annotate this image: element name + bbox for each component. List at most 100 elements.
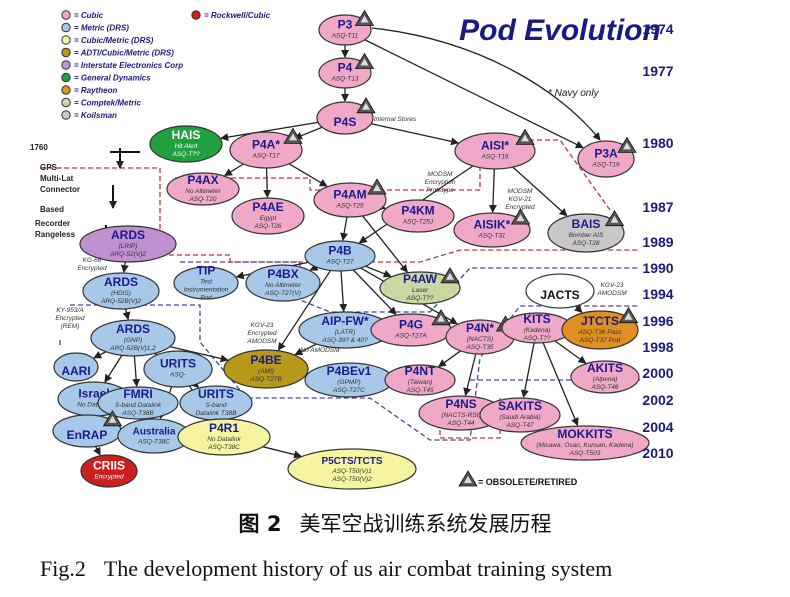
pod-node-kits: KITS(Kadena)ASQ-T?? xyxy=(501,312,573,344)
timeline-year: 1994 xyxy=(642,286,673,302)
edge-annotation: Encrypted xyxy=(247,330,277,337)
pod-designation-text: (NACTS-RSI) xyxy=(441,412,480,419)
pod-designation-text: (GNP) xyxy=(124,337,142,344)
legend-label: = Raytheon xyxy=(74,86,117,95)
pod-designation-text: ASQ-T?? xyxy=(405,295,433,302)
navy-only-note: * Navy only xyxy=(548,88,600,99)
pod-name-text: CRIIS xyxy=(93,459,125,473)
pod-designation-text: (Saudi Arabia) xyxy=(499,414,540,421)
pod-name-text: P4G xyxy=(399,318,423,332)
pod-designation-text: ARQ-52(V)2 xyxy=(109,251,146,258)
pod-node-shape xyxy=(79,225,177,263)
evolution-arrow xyxy=(223,163,244,177)
pod-designation-text: ASQ-T45 xyxy=(405,387,433,394)
pod-designation-text: ASQ-T25 xyxy=(335,203,363,210)
pod-name-text: JTCTS xyxy=(581,314,619,328)
obsolete-triangle-icon xyxy=(354,9,375,26)
legend-entry: = Comptek/Metric xyxy=(61,97,141,108)
evolution-arrow xyxy=(288,163,328,187)
obsolete-triangle-icon xyxy=(510,208,531,225)
obsolete-triangle-icon xyxy=(617,136,637,153)
legend-swatch-icon xyxy=(61,35,71,45)
legend-swatch-icon xyxy=(61,47,71,58)
pod-name-text: ARDS xyxy=(104,275,138,289)
edge-annotation: No AMODSM xyxy=(300,347,340,354)
pod-designation-text: ASQ-T38C xyxy=(207,444,240,451)
pod-designation-text: ASQ-T37 Pod xyxy=(579,337,621,344)
legend-swatch-icon xyxy=(61,85,71,95)
pod-node-shape xyxy=(245,264,321,302)
era-boundary-line xyxy=(180,261,640,313)
pod-node-shape xyxy=(223,349,309,389)
legend-entry: = Koilsman xyxy=(61,110,117,120)
pod-designation-text: ASQ-T27(V) xyxy=(264,290,301,297)
pod-designation-text: ARQ-52B(V)2 xyxy=(100,298,141,305)
edge-annotation: Encrypted xyxy=(505,204,535,211)
pod-node-sakits: SAKITS(Saudi Arabia)ASQ-T47 xyxy=(479,397,561,433)
pod-name-text: AISI* xyxy=(481,139,509,153)
pod-node-ards: ARDS(HDIS)ARQ-52B(V)2 xyxy=(82,272,160,310)
evolution-arrow xyxy=(93,351,107,359)
pod-designation-text: Egypt xyxy=(260,215,278,222)
legend-entry: = Interstate Electronics Corp xyxy=(61,60,183,70)
pod-node-jacts: JACTS xyxy=(525,273,595,309)
pod-designation-text: ASQ-T50(V)2 xyxy=(331,476,372,483)
pod-name-text: P4AM xyxy=(333,188,366,202)
pod-designation-text: ASQ-T?? xyxy=(171,151,199,158)
obsolete-triangle-icon xyxy=(515,128,535,145)
evolution-arrow xyxy=(277,270,332,351)
pod-designation-text: (LATR) xyxy=(335,329,355,336)
caption-en-text: The development history of us air combat… xyxy=(103,556,613,581)
pod-name-text: AISIK* xyxy=(474,218,511,232)
pod-name-text: URITS xyxy=(198,387,234,401)
legend-swatch-icon xyxy=(191,10,201,20)
pod-name-text: P5CTS/TCTS xyxy=(321,456,382,467)
pod-name-text: TIP xyxy=(197,264,216,278)
edge-annotation: KGV-23 xyxy=(251,322,274,329)
evolution-arrow xyxy=(339,270,348,313)
pod-name-text: KITS xyxy=(523,312,550,326)
timeline-year: 1996 xyxy=(642,313,673,329)
pod-designation-text: Pod xyxy=(200,295,212,302)
pod-name-text: AARI xyxy=(61,364,90,378)
evolution-arrow xyxy=(169,345,229,363)
legend-swatch-icon xyxy=(61,72,71,83)
pod-name-text: ARDS xyxy=(116,322,150,336)
pod-designation-text: (AMI) xyxy=(258,368,274,375)
evolution-arrow xyxy=(120,261,129,274)
obsolete-triangle-icon xyxy=(458,470,478,487)
pod-node-shape xyxy=(143,350,213,388)
pod-node-shape xyxy=(479,397,561,433)
edge-annotation: Prototype xyxy=(426,187,454,194)
pod-node-p4a-: P4A*ASQ-T17 xyxy=(229,127,303,169)
pod-designation-text: ASQ-T47 xyxy=(505,422,533,429)
legend-entry: = Metric (DRS) xyxy=(61,22,129,33)
pod-node-shape xyxy=(384,364,456,396)
obsolete-triangle-icon xyxy=(102,410,123,427)
pod-designation-text: ASQ-T27A xyxy=(394,333,426,340)
edge-annotation: KGV-21 xyxy=(509,196,532,203)
pod-node-shape xyxy=(561,310,639,350)
pod-node-shape xyxy=(453,212,531,248)
pod-designation-text: ASQ-T50(V)1 xyxy=(331,468,372,475)
pod-designation-text: Datalink T38B xyxy=(196,410,237,417)
pod-name-text: EnRAP xyxy=(67,428,108,442)
pod-name-text: P3 xyxy=(338,18,353,32)
pod-node-p4nt: P4NT(Taiwan)ASQ-T45 xyxy=(384,364,456,396)
obsolete-triangle-icon xyxy=(356,97,376,114)
pod-designation-text: No Altimeter xyxy=(265,282,301,289)
pod-name-text: P4 xyxy=(338,61,353,75)
pod-node-shape xyxy=(149,125,223,163)
pod-designation-text: ASQ-T20 xyxy=(188,196,216,203)
pod-name-text: HAIS xyxy=(172,128,201,142)
